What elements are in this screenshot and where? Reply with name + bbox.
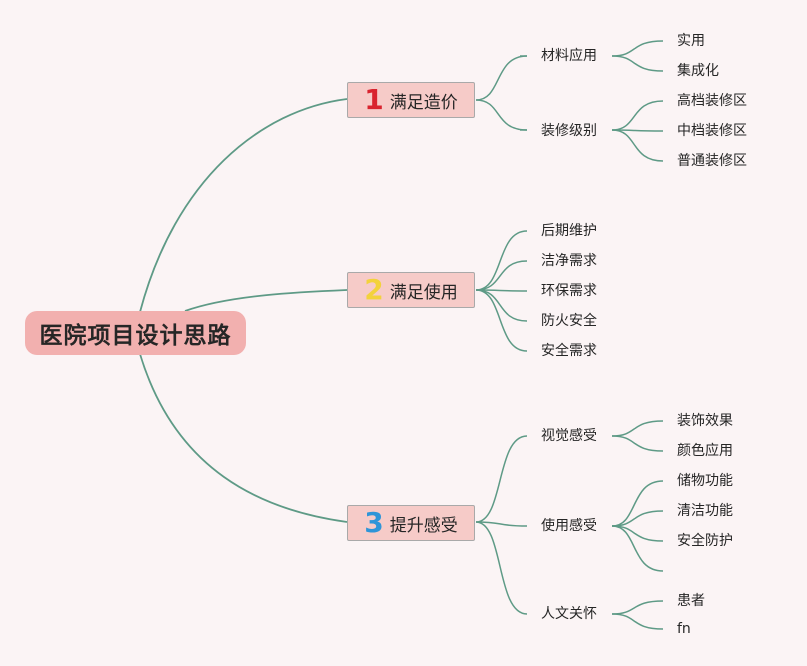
connector-line xyxy=(611,435,664,452)
branch-label: 满足造价 xyxy=(389,92,458,113)
connector-line xyxy=(475,521,528,615)
connector-line xyxy=(184,289,348,312)
leaf-label[interactable]: 装饰效果 xyxy=(677,413,733,429)
connector-line xyxy=(611,510,664,527)
connector-line xyxy=(475,230,528,291)
connector-line xyxy=(611,613,664,630)
subtopic-label[interactable]: 使用感受 xyxy=(541,518,597,534)
subtopic-label[interactable]: 视觉感受 xyxy=(541,428,597,444)
connector-line xyxy=(475,99,528,131)
connector-line xyxy=(475,289,528,322)
leaf-label[interactable]: 集成化 xyxy=(677,63,719,79)
subtopic-label[interactable]: 装修级别 xyxy=(541,123,597,139)
subtopic-label[interactable]: 后期维护 xyxy=(541,223,597,239)
leaf-label[interactable]: 颜色应用 xyxy=(677,443,733,459)
root-topic[interactable]: 医院项目设计思路 xyxy=(25,311,246,355)
connector-line xyxy=(611,525,664,572)
branch-number: 3 xyxy=(364,506,384,539)
subtopic-label[interactable]: 环保需求 xyxy=(541,283,597,299)
subtopic-label[interactable]: 防火安全 xyxy=(541,313,597,329)
subtopic-label[interactable]: 洁净需求 xyxy=(541,253,597,269)
branch-number: 1 xyxy=(364,83,384,116)
leaf-label[interactable]: 患者 xyxy=(677,593,705,609)
branch-3[interactable]: 3 提升感受 xyxy=(347,505,475,541)
connector-line xyxy=(475,521,528,527)
subtopic-label[interactable]: 安全需求 xyxy=(541,343,597,359)
connector-line xyxy=(139,353,348,523)
branch-label: 满足使用 xyxy=(389,282,458,303)
leaf-label[interactable]: 储物功能 xyxy=(677,473,733,489)
connector-line xyxy=(475,289,528,352)
branch-label: 提升感受 xyxy=(389,515,458,536)
connector-line xyxy=(475,260,528,291)
connector-line xyxy=(611,600,664,615)
connector-line xyxy=(139,98,348,313)
connector-line xyxy=(611,480,664,527)
connector-line xyxy=(611,420,664,437)
connector-line xyxy=(611,40,664,57)
leaf-label[interactable]: 中档装修区 xyxy=(677,123,747,139)
leaf-label[interactable]: 高档装修区 xyxy=(677,93,747,109)
leaf-label[interactable]: 安全防护 xyxy=(677,533,733,549)
leaf-label[interactable]: fn xyxy=(677,621,691,637)
branch-2[interactable]: 2 满足使用 xyxy=(347,272,475,308)
connector-line xyxy=(611,55,664,72)
leaf-label[interactable]: 普通装修区 xyxy=(677,153,747,169)
connector-line xyxy=(611,100,664,131)
leaf-label[interactable]: 清洁功能 xyxy=(677,503,733,519)
connector-line xyxy=(475,55,528,101)
connector-line xyxy=(611,129,664,162)
leaf-label[interactable]: 实用 xyxy=(677,33,705,49)
branch-number: 2 xyxy=(364,273,384,306)
subtopic-label[interactable]: 材料应用 xyxy=(541,48,597,64)
branch-1[interactable]: 1 满足造价 xyxy=(347,82,475,118)
subtopic-label[interactable]: 人文关怀 xyxy=(541,606,597,622)
connector-line xyxy=(475,435,528,523)
